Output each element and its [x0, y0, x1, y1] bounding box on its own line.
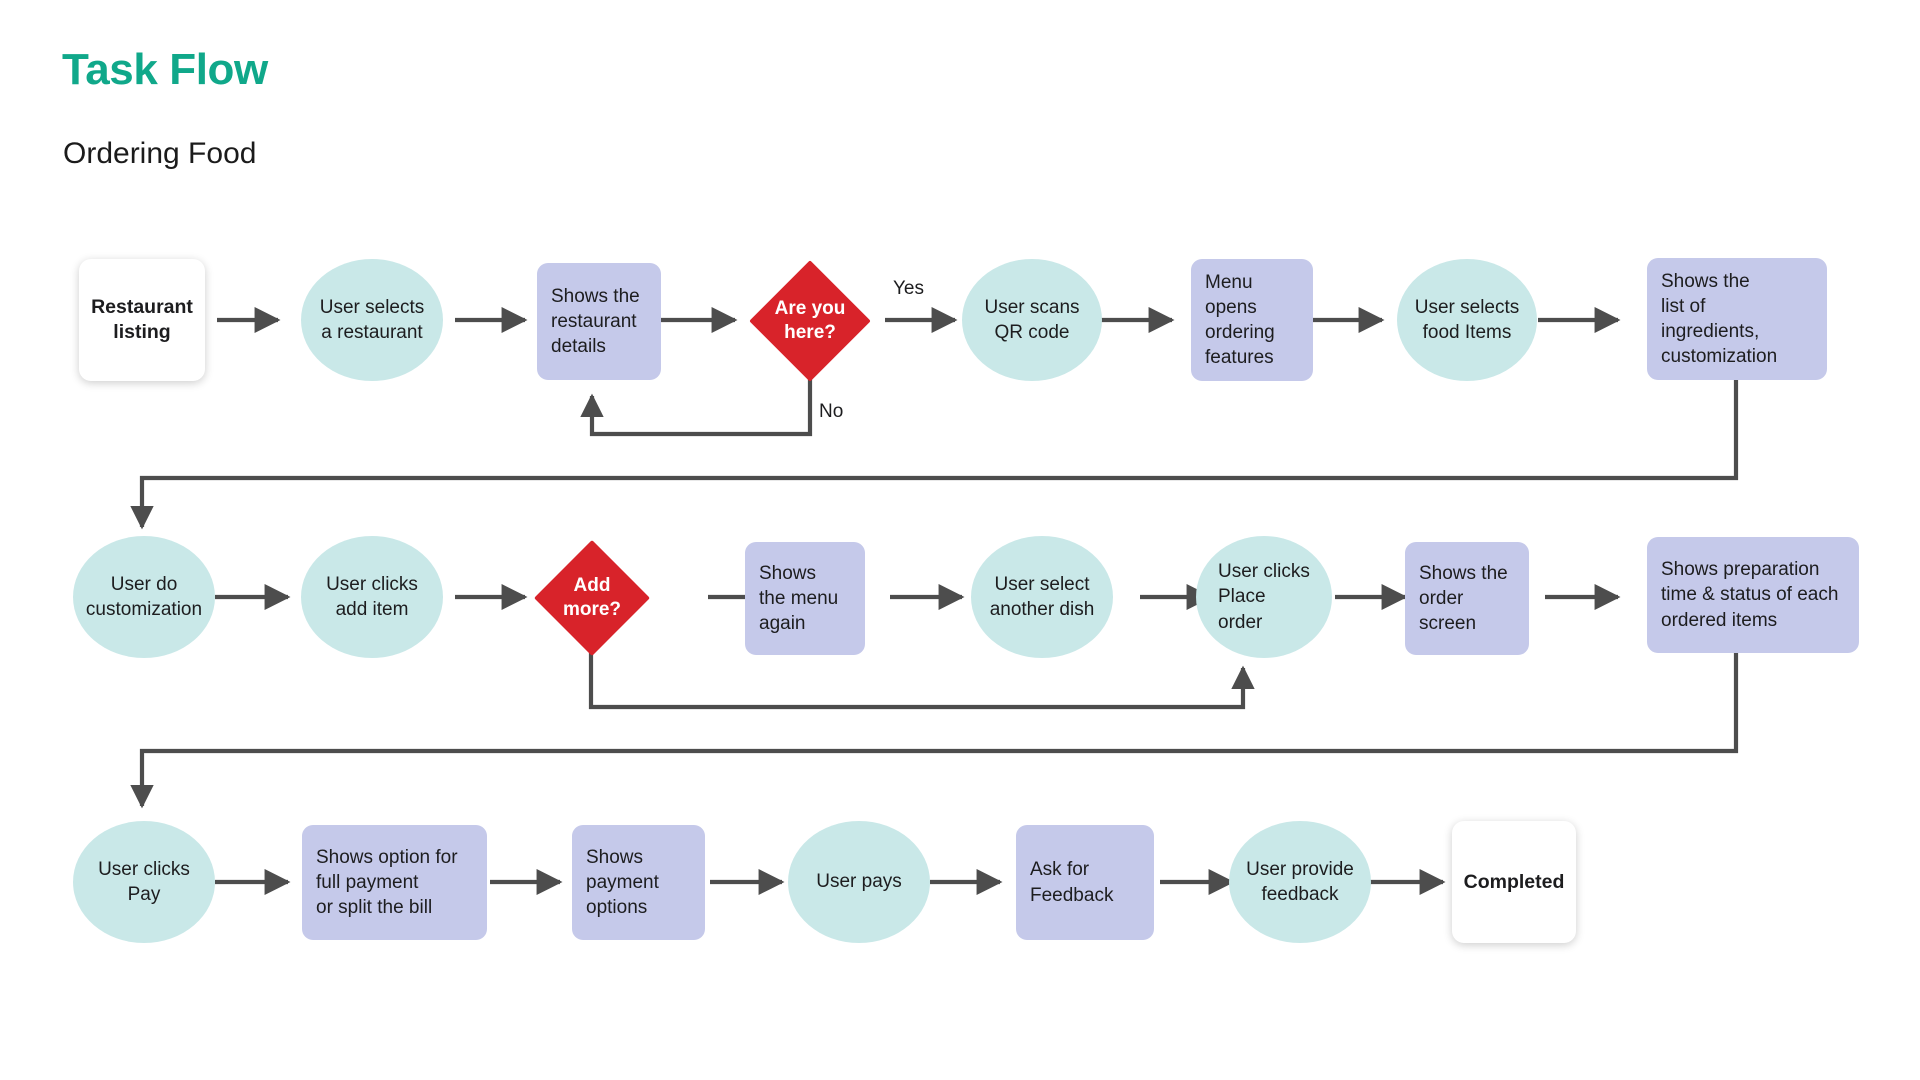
node-label: Shows the menu again — [759, 562, 839, 635]
arrow-loop-are-you-here — [580, 375, 813, 437]
node-label: User clicks Place order — [1218, 561, 1310, 633]
page-subtitle: Ordering Food — [63, 137, 257, 170]
node-label: User selects food Items — [1414, 296, 1520, 343]
node-label: User scans QR code — [984, 296, 1080, 343]
node-user-scans-qr-code[interactable]: User scans QR code — [962, 259, 1102, 381]
arrow-loop-add-more — [588, 653, 1255, 710]
node-user-select-another-dish[interactable]: User select another dish — [971, 536, 1113, 658]
node-label: User selects a restaurant — [319, 296, 425, 343]
node-user-clicks-add-item[interactable]: User clicks add item — [301, 536, 443, 658]
node-label: Are you here? — [774, 297, 846, 343]
arrow-wrap-row1-row2 — [130, 377, 1739, 530]
node-user-pays[interactable]: User pays — [788, 821, 930, 943]
node-shows-the-menu-again[interactable]: Shows the menu again — [745, 542, 865, 655]
node-label: Ask for Feedback — [1030, 859, 1114, 906]
node-label: Menu opens ordering features — [1205, 271, 1275, 369]
node-label: User do customization — [85, 573, 203, 620]
node-shows-option-full-or-split[interactable]: Shows option for full payment or split t… — [302, 825, 487, 940]
arrow-wrap-row2-row3 — [130, 653, 1739, 809]
node-are-you-here[interactable]: Are you here? — [744, 260, 876, 382]
node-label: User select another dish — [989, 573, 1095, 620]
node-restaurant-listing[interactable]: Restaurant listing — [79, 259, 205, 381]
node-label: Shows the order screen — [1419, 562, 1508, 635]
node-user-clicks-place-order[interactable]: User clicks Place order — [1196, 536, 1332, 658]
node-user-do-customization[interactable]: User do customization — [73, 536, 215, 658]
node-user-selects-food-items[interactable]: User selects food Items — [1397, 259, 1537, 381]
node-label: Shows preparation time & status of each … — [1661, 559, 1839, 631]
node-label: User pays — [816, 871, 902, 893]
node-label: Add more? — [562, 574, 622, 620]
node-shows-the-order-screen[interactable]: Shows the order screen — [1405, 542, 1529, 655]
node-completed[interactable]: Completed — [1452, 821, 1576, 943]
node-add-more[interactable]: Add more? — [526, 539, 658, 657]
node-label: Restaurant listing — [91, 296, 193, 343]
node-label: Shows the list of ingredients, customiza… — [1661, 270, 1778, 368]
node-user-selects-restaurant[interactable]: User selects a restaurant — [301, 259, 443, 381]
node-shows-preparation-time-status[interactable]: Shows preparation time & status of each … — [1647, 537, 1859, 653]
node-user-provide-feedback[interactable]: User provide feedback — [1229, 821, 1371, 943]
node-label: Shows payment options — [586, 846, 659, 919]
node-user-clicks-pay[interactable]: User clicks Pay — [73, 821, 215, 943]
node-shows-list-of-ingredients[interactable]: Shows the list of ingredients, customiza… — [1647, 258, 1827, 380]
node-label: User clicks add item — [326, 573, 418, 620]
node-label: Shows the restaurant details — [551, 285, 640, 358]
node-menu-opens-ordering-features[interactable]: Menu opens ordering features — [1191, 259, 1313, 381]
edge-label-yes: Yes — [893, 278, 924, 299]
node-label: User clicks Pay — [98, 858, 190, 905]
node-label: Completed — [1463, 870, 1565, 893]
edge-label-no: No — [819, 401, 844, 422]
node-label: User provide feedback — [1246, 858, 1354, 905]
node-label: Shows option for full payment or split t… — [316, 846, 458, 919]
node-ask-for-feedback[interactable]: Ask for Feedback — [1016, 825, 1154, 940]
page-title: Task Flow — [62, 45, 268, 94]
node-shows-payment-options[interactable]: Shows payment options — [572, 825, 705, 940]
node-shows-restaurant-details[interactable]: Shows the restaurant details — [537, 263, 661, 380]
